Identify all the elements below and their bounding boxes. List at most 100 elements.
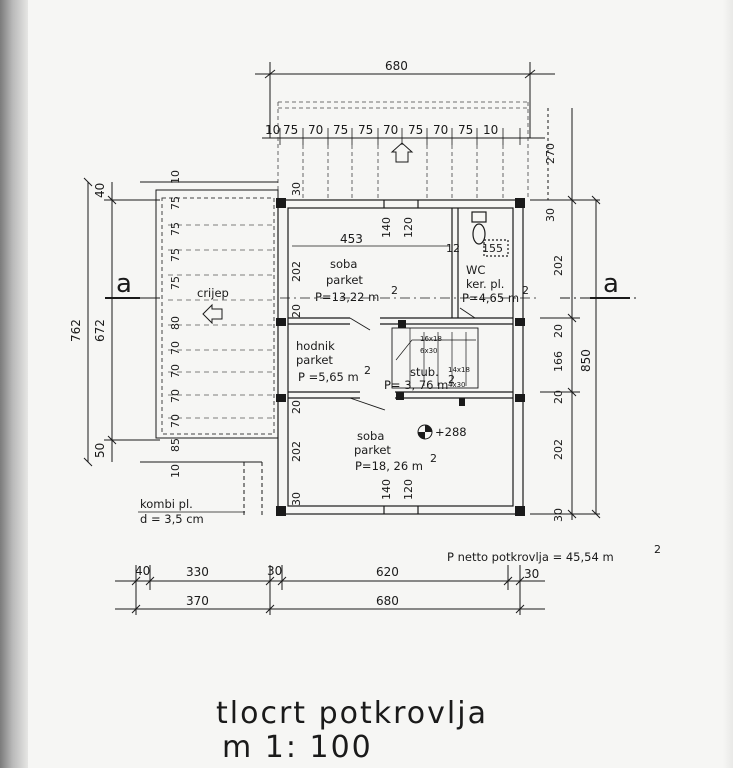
- stair-label: 14x18: [448, 366, 470, 374]
- inner-dim: 453: [340, 232, 363, 246]
- left-inner-dim: 672: [93, 319, 107, 342]
- top-seg-dim: 75: [358, 123, 373, 137]
- room-name: hodnik: [296, 339, 335, 353]
- inner-dim: 30: [290, 182, 303, 196]
- roof-material-label: crijep: [197, 286, 229, 300]
- top-seg-dim: 75: [458, 123, 473, 137]
- roof-note-line: kombi pl.: [140, 497, 193, 511]
- inner-dim: 120: [402, 479, 415, 500]
- top-overall-dim: 680: [385, 59, 408, 73]
- netto-area-note: P netto potkrovlja = 45,54 m: [447, 550, 614, 564]
- room-stub: stub. P= 3, 76 m 2: [384, 365, 455, 392]
- roof-dim: 10: [169, 170, 182, 184]
- inner-dimensions: 453 140 120 140 120 12 155 30 202 20 202…: [290, 182, 503, 506]
- roof-note-line: d = 3,5 cm: [140, 512, 204, 526]
- roof-dim: 85: [169, 438, 182, 452]
- right-dim-total: 850: [579, 349, 593, 372]
- roof-dim: 75: [169, 196, 182, 210]
- room-name: WC: [466, 263, 485, 277]
- roof-note: kombi pl. d = 3,5 cm: [138, 497, 245, 526]
- right-dimension-lines: [530, 108, 601, 520]
- top-seg-dim: 10: [265, 123, 280, 137]
- roof-dim: 70: [169, 364, 182, 378]
- stair-step-labels: 16x18 6x30 14x18 4x30: [420, 335, 470, 389]
- inner-dim: 155: [482, 242, 503, 255]
- right-dim-wall3: 20: [552, 390, 565, 404]
- left-outer-dim: 762: [69, 319, 83, 342]
- room-area: P =5,65 m: [298, 370, 359, 384]
- top-seg-dim: 70: [383, 123, 398, 137]
- inner-dim: 140: [380, 479, 393, 500]
- right-dim-room2: 202: [552, 439, 565, 460]
- roof-dim: 75: [169, 276, 182, 290]
- bottom-dim: 680: [376, 594, 399, 608]
- inner-dim: 12: [446, 242, 460, 255]
- bottom-dim: 40: [135, 564, 150, 578]
- level-marker: [417, 424, 433, 440]
- top-seg-dim: 10: [483, 123, 498, 137]
- area-superscript: 2: [448, 373, 455, 386]
- room-wc: WC ker. pl. P=4,65 m 2: [462, 263, 529, 305]
- area-superscript: 2: [391, 284, 398, 297]
- roof-dim: 70: [169, 414, 182, 428]
- room-area: P=18, 26 m: [355, 459, 423, 473]
- right-dim-top: 270: [544, 143, 557, 164]
- room-area: P=4,65 m: [462, 291, 519, 305]
- inner-dim: 202: [290, 441, 303, 462]
- top-segment-labels: 10 75 70 75 75 70 75 70 75 10: [265, 123, 498, 137]
- area-superscript: 2: [364, 364, 371, 377]
- roof-dim: 70: [169, 389, 182, 403]
- right-dim-room1: 202: [552, 255, 565, 276]
- stair-label: 4x30: [448, 381, 466, 389]
- stair-label: 16x18: [420, 335, 442, 343]
- drawing-title: tlocrt potkrovlja: [216, 696, 488, 731]
- inner-dim: 30: [290, 492, 303, 506]
- right-dim-wall2: 20: [552, 324, 565, 338]
- bottom-dim: 370: [186, 594, 209, 608]
- roof-left-small-dims: 10 75 75 75 75 80 70 70 70 70 85 10: [169, 170, 182, 478]
- roof-dim: 75: [169, 222, 182, 236]
- page-edge: [723, 0, 733, 768]
- bottom-dim: 30: [267, 564, 282, 578]
- roof-left: [140, 181, 279, 515]
- right-dim-corridor: 166: [552, 351, 565, 372]
- bottom-dim: 30: [524, 567, 539, 581]
- inner-dim: 202: [290, 261, 303, 282]
- room-area: P= 3, 76 m: [384, 378, 448, 392]
- roof-top-overhang: [277, 101, 529, 200]
- top-dimensions: [255, 62, 555, 145]
- top-seg-dim: 75: [408, 123, 423, 137]
- room-floor: ker. pl.: [466, 277, 504, 291]
- inner-dim: 20: [290, 304, 303, 318]
- room-name: stub.: [410, 365, 439, 379]
- area-superscript: 2: [522, 284, 529, 297]
- roof-dim: 80: [169, 316, 182, 330]
- bottom-dimension-lines: [115, 565, 545, 615]
- room-area: P=13,22 m: [315, 290, 379, 304]
- section-marker-right: a: [603, 269, 619, 299]
- area-superscript: 2: [430, 452, 437, 465]
- room-soba1: soba parket P=13,22 m 2: [315, 257, 398, 304]
- room-soba2: soba parket P=18, 26 m 2: [354, 429, 437, 473]
- drawing-scale: m 1: 100: [222, 730, 373, 765]
- inner-dim: 20: [290, 400, 303, 414]
- room-hodnik: hodnik parket P =5,65 m 2: [296, 339, 371, 384]
- top-seg-dim: 75: [283, 123, 298, 137]
- roof-slope-arrow-top: [390, 142, 414, 163]
- room-name: soba: [357, 429, 384, 443]
- bottom-dim: 620: [376, 565, 399, 579]
- roof-dim: 75: [169, 248, 182, 262]
- inner-dim: 120: [402, 217, 415, 238]
- room-name: soba: [330, 257, 357, 271]
- left-top-dim: 40: [93, 183, 107, 198]
- roof-dim: 10: [169, 464, 182, 478]
- level-value: +288: [435, 425, 467, 439]
- section-marker-left: a: [116, 269, 132, 299]
- book-binding-shadow: [0, 0, 28, 768]
- inner-dim: 140: [380, 217, 393, 238]
- room-floor: parket: [354, 443, 391, 457]
- top-seg-dim: 70: [433, 123, 448, 137]
- stair-label: 6x30: [420, 347, 438, 355]
